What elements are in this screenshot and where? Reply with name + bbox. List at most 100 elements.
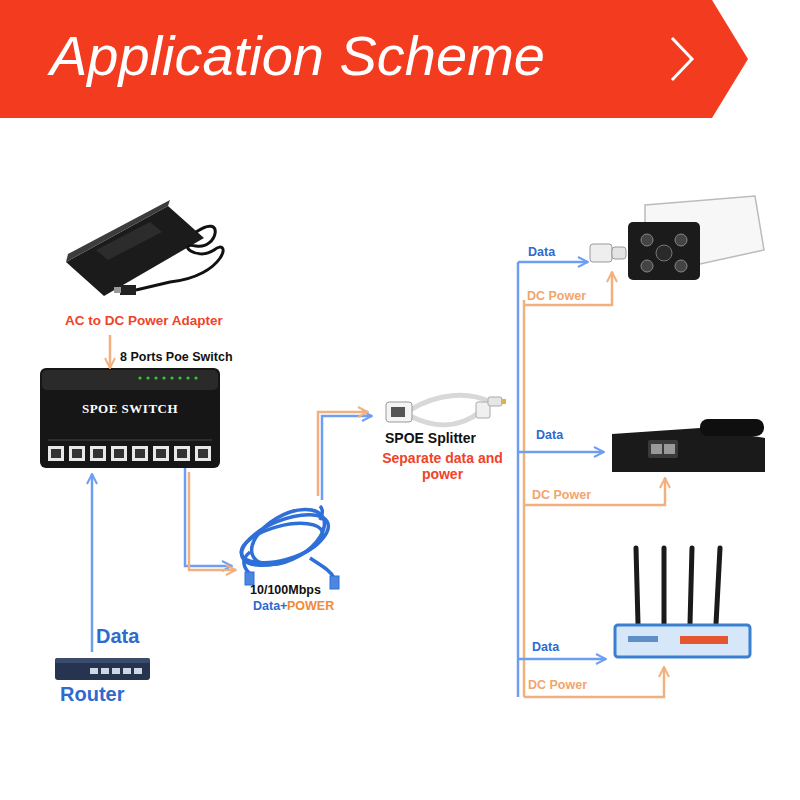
connector-line [185, 468, 232, 566]
splitter-cable [410, 412, 480, 425]
power-line [524, 667, 664, 697]
switch-top [42, 370, 218, 390]
data-bus-line [517, 262, 520, 697]
power-label: DC Power [527, 289, 586, 303]
ethernet-port [651, 444, 662, 454]
adapter-sticker [96, 222, 162, 260]
phone-handset [700, 419, 764, 436]
camera-lens [656, 245, 672, 261]
status-led [154, 376, 157, 379]
ir-led [675, 260, 687, 272]
cable-node: 10/100MbpsData+POWER [230, 500, 348, 620]
antenna [662, 548, 667, 624]
power-line [524, 478, 665, 505]
poe-switch [40, 368, 220, 468]
cable-end [310, 558, 334, 578]
connector-line [322, 416, 372, 500]
ethernet-port [90, 446, 106, 461]
status-led [194, 376, 197, 379]
dc-jack [612, 247, 626, 259]
power-line [524, 272, 612, 305]
rj45-jack [386, 402, 412, 422]
power-adapter [66, 200, 223, 296]
router-port [112, 668, 120, 674]
port-rule [48, 440, 212, 441]
jack-socket [391, 407, 405, 417]
router-case [615, 625, 750, 657]
connector [92, 474, 93, 652]
router-badge [628, 636, 658, 642]
status-led [178, 376, 181, 379]
port-socket [72, 449, 82, 458]
power-label: DC Power [528, 678, 587, 692]
router-top [55, 658, 150, 663]
ethernet-port [132, 446, 148, 461]
ethernet-port [664, 444, 675, 454]
router-node: Router [52, 655, 162, 707]
router-device [55, 658, 150, 680]
connector-line [91, 474, 94, 652]
connector-line [109, 335, 112, 368]
port-socket [198, 449, 208, 458]
ethernet-port [69, 446, 85, 461]
router-port [101, 668, 109, 674]
port-socket [156, 449, 166, 458]
ir-led [641, 260, 653, 272]
ethernet-port [195, 446, 211, 461]
antenna [636, 548, 638, 624]
cable-end [320, 506, 322, 520]
ip-camera [590, 196, 764, 280]
antenna [690, 548, 692, 624]
power-label: POWER [287, 599, 334, 613]
data-line [518, 451, 604, 454]
port-socket [177, 449, 187, 458]
device-label: SPOE Splitter [385, 430, 476, 446]
data-label: Data [536, 428, 563, 442]
connector [185, 468, 236, 570]
poe-splitter [386, 395, 506, 424]
ethernet-port [174, 446, 190, 461]
note-label: Separate data and power [380, 450, 505, 482]
connector [318, 412, 372, 500]
status-led [186, 376, 189, 379]
port-socket [51, 449, 61, 458]
power-bus-line [523, 300, 526, 697]
router-port [90, 668, 98, 674]
network-cable [235, 498, 339, 589]
ethernet-port [111, 446, 127, 461]
device-brand: SPOE SWITCH [40, 401, 220, 417]
dc-plug [488, 397, 502, 406]
rj45-jack [590, 244, 612, 262]
data-label: Data+ [253, 599, 287, 613]
device-label: 8 Ports Poe Switch [120, 350, 233, 364]
port-socket [135, 449, 145, 458]
ir-led [675, 234, 687, 246]
adapter-plug-tip [114, 287, 121, 293]
device-label: AC to DC Power Adapter [65, 313, 223, 328]
ethernet-port [153, 446, 169, 461]
splitter-node: SPOE SplitterSeparate data and power [375, 390, 510, 490]
connector [110, 335, 111, 368]
switch-body [40, 368, 220, 468]
antenna [716, 548, 720, 624]
router-stripe [680, 636, 728, 644]
router-port [123, 668, 131, 674]
chevron-icon [672, 38, 692, 80]
power-label: DC Power [532, 488, 591, 502]
rj45-plug [330, 576, 339, 589]
status-led [146, 376, 149, 379]
title-text: Application Scheme [50, 28, 545, 84]
router-body [55, 658, 150, 680]
speed-label: 10/100Mbps [250, 583, 321, 597]
dc-tip [501, 399, 506, 404]
data-label: Data [532, 640, 559, 654]
title-banner [0, 0, 748, 118]
switch-node: 8 Ports Poe SwitchSPOE SWITCH [40, 368, 220, 468]
status-led [162, 376, 165, 379]
phone-port-panel [648, 440, 678, 458]
ip-phone [612, 419, 765, 472]
port-socket [93, 449, 103, 458]
adapter-cord [136, 226, 223, 290]
